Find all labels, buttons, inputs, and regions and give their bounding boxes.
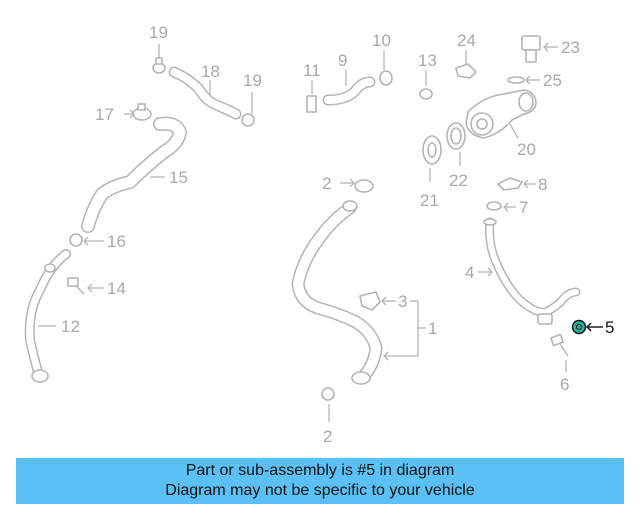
part-13-washer	[419, 70, 433, 100]
callout-19-left: 19	[149, 23, 168, 42]
callout-2-bottom: 2	[323, 427, 332, 446]
part-20-housing	[465, 89, 537, 139]
part-19-clamp-right	[241, 92, 255, 127]
callout-11: 11	[303, 61, 321, 80]
callout-9: 9	[338, 51, 347, 70]
callout-15: 15	[169, 168, 188, 187]
part-17-clamp	[124, 103, 152, 121]
callout-8: 8	[538, 175, 547, 194]
banner-line-1: Part or sub-assembly is #5 in diagram	[185, 462, 455, 479]
callout-3: 3	[398, 292, 407, 311]
callout-24: 24	[457, 31, 476, 50]
callout-13: 13	[418, 51, 437, 70]
part-19-clamp-left	[152, 44, 166, 74]
part-23-sensor	[521, 35, 558, 63]
banner-line-2: Diagram may not be specific to your vehi…	[165, 482, 475, 499]
part-10-clamp	[379, 50, 393, 86]
callout-20: 20	[517, 140, 536, 159]
callout-1-bracket	[383, 300, 426, 361]
info-banner: Part or sub-assembly is #5 in diagram Di…	[16, 458, 624, 504]
callout-16: 16	[107, 232, 126, 251]
part-14-bolt	[67, 277, 104, 295]
callout-23: 23	[561, 38, 580, 57]
part-11-fitting	[306, 80, 317, 113]
part-8-gasket	[497, 177, 536, 191]
callout-4: 4	[465, 263, 474, 282]
callout-19-right: 19	[243, 71, 262, 90]
callout-22: 22	[449, 171, 468, 190]
callout-5: 5	[605, 318, 614, 337]
callout-17: 17	[95, 105, 114, 124]
part-22-ring	[446, 122, 466, 166]
part-6-bolt	[550, 333, 569, 372]
callout-7: 7	[519, 198, 528, 217]
part-9-hose	[322, 70, 376, 106]
callout-2-top: 2	[322, 174, 331, 193]
callout-18: 18	[201, 62, 220, 81]
callout-21: 21	[420, 191, 439, 210]
part-2-clamp-bottom	[321, 387, 335, 422]
part-24-clip	[455, 50, 477, 79]
callout-25: 25	[543, 71, 562, 90]
part-16-clamp	[69, 233, 104, 247]
callout-1: 1	[428, 319, 437, 338]
part-4-pipe	[478, 217, 581, 325]
part-12-pipe	[24, 249, 71, 383]
callout-6: 6	[560, 375, 569, 394]
part-5-highlighted	[571, 319, 603, 335]
callout-10: 10	[372, 31, 391, 50]
part-21-gasket	[422, 135, 442, 182]
part-15-hose	[81, 116, 187, 233]
callout-12: 12	[61, 317, 80, 336]
part-18-hose	[168, 66, 242, 120]
part-3-bracket	[359, 291, 396, 311]
part-2-clamp-top	[340, 178, 374, 193]
part-7-oring	[486, 201, 516, 212]
callout-14: 14	[107, 279, 126, 298]
part-1-hose-assembly	[291, 200, 383, 385]
part-25-oring	[507, 75, 540, 85]
